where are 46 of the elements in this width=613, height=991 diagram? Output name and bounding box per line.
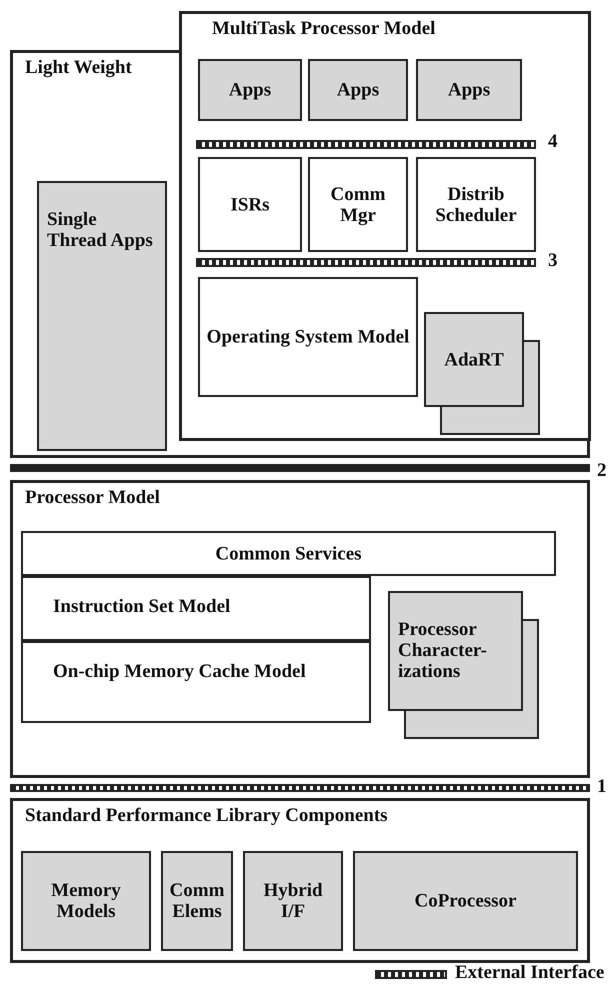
component-box [308, 59, 408, 121]
component-box [21, 576, 371, 641]
interface-number: 2 [597, 460, 606, 482]
box-label: Processor Character-izations [398, 619, 488, 682]
box-label: Apps [336, 80, 380, 100]
box-label: Common Services [214, 543, 363, 564]
component-box [21, 851, 151, 951]
legend-label: External Interface [455, 962, 604, 984]
box-label: Apps [228, 80, 272, 100]
layer-panel [10, 480, 590, 778]
box-label: AdaRT [443, 349, 505, 370]
box-label: Memory Models [50, 880, 122, 922]
component-box [388, 591, 523, 711]
box-label: MultiTask Processor Model [212, 18, 436, 39]
interface-number: 3 [548, 250, 558, 272]
component-box [416, 59, 522, 121]
box-label: ISRs [229, 194, 271, 215]
interface-number: 1 [597, 776, 606, 798]
component-box [198, 157, 302, 252]
component-box [308, 157, 408, 252]
box-label: CoProcessor [413, 890, 518, 912]
layer-panel [179, 11, 591, 441]
box-label: Standard Performance Library Components [25, 805, 388, 826]
component-box [416, 157, 536, 252]
component-box [424, 312, 524, 407]
box-label: Hybrid I/F [262, 880, 324, 922]
box-label: Comm Elems [168, 880, 226, 922]
component-box [161, 851, 233, 951]
component-box [37, 181, 167, 451]
box-label: Single Thread Apps [47, 209, 154, 251]
box-label: On-chip Memory Cache Model [53, 661, 307, 682]
component-box [353, 851, 578, 951]
box-label: Distrib Scheduler [434, 184, 518, 226]
component-box [243, 851, 343, 951]
box-label: Operating System Model [206, 326, 410, 348]
layer-panel [10, 798, 590, 963]
component-box [21, 641, 371, 723]
box-label: Light Weight [25, 57, 132, 78]
component-box [198, 59, 302, 121]
box-label: Instruction Set Model [53, 596, 232, 617]
interface-number: 4 [548, 131, 558, 153]
component-box [21, 531, 556, 576]
box-label: Comm Mgr [330, 184, 386, 226]
box-label: Processor Model [25, 487, 160, 508]
box-label: Apps [446, 80, 492, 100]
component-box [198, 277, 418, 397]
